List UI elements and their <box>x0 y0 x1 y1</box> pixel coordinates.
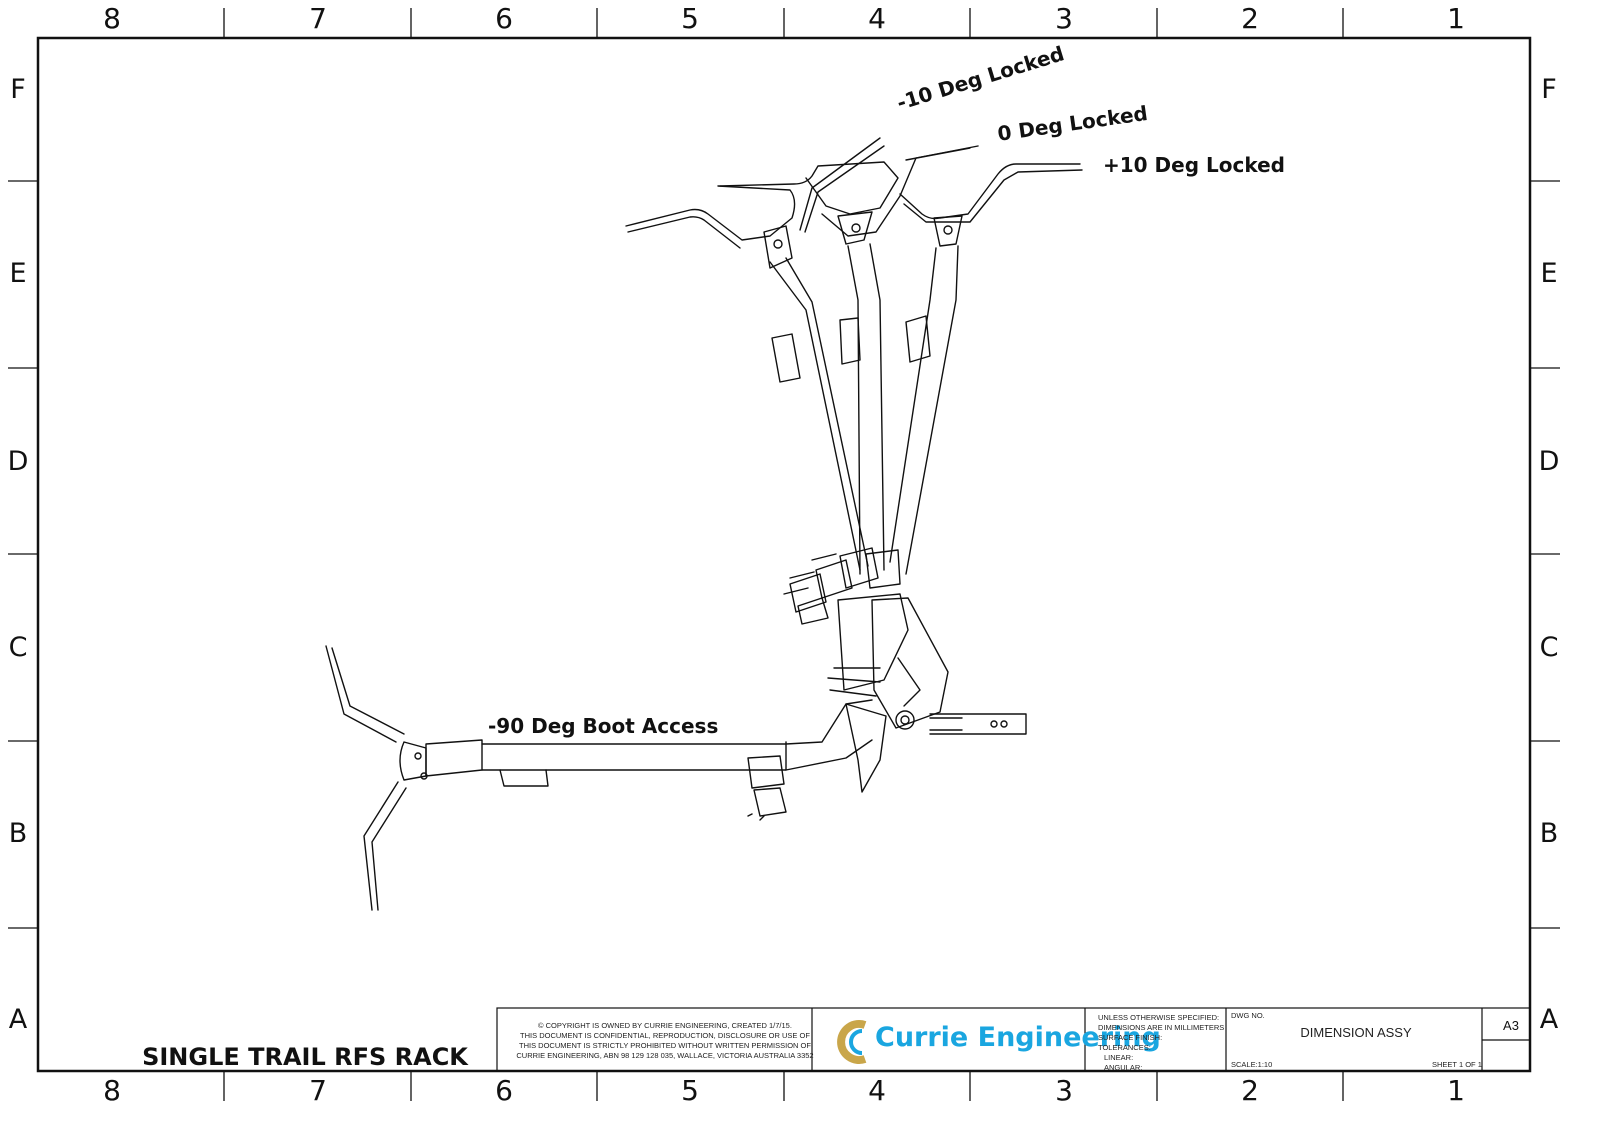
copyright-line: THIS DOCUMENT IS CONFIDENTIAL, REPRODUCT… <box>520 1031 810 1040</box>
zone-col-top-1: 1 <box>1447 2 1465 35</box>
hitch-receiver <box>929 713 1027 735</box>
zone-col-top-4: 4 <box>868 2 886 35</box>
spec-line: UNLESS OTHERWISE SPECIFIED: <box>1098 1013 1220 1022</box>
drawing-description: DIMENSION ASSY <box>1300 1025 1412 1040</box>
zone-row-left-d: D <box>7 446 29 477</box>
zone-row-left-c: C <box>8 632 28 663</box>
sheet-label: SHEET 1 OF 1 <box>1432 1060 1482 1069</box>
spec-line: LINEAR: <box>1104 1053 1134 1062</box>
zone-row-right-d: D <box>1538 446 1560 477</box>
zone-col-bottom-8: 8 <box>103 1074 121 1107</box>
zone-col-bottom-6: 6 <box>495 1074 513 1107</box>
zone-col-bottom-2: 2 <box>1241 1074 1259 1107</box>
copyright-line: CURRIE ENGINEERING, ABN 98 129 128 035, … <box>516 1051 814 1060</box>
arm-minus-10 <box>625 137 885 571</box>
zone-col-bottom-3: 3 <box>1055 1074 1073 1107</box>
copyright-notice: © COPYRIGHT IS OWNED BY CURRIE ENGINEERI… <box>515 1021 815 1061</box>
zone-col-top-6: 6 <box>495 2 513 35</box>
paper-size: A3 <box>1503 1018 1519 1033</box>
drawing-frame <box>36 36 1532 1073</box>
logo-mark <box>837 1020 867 1064</box>
zone-col-top-5: 5 <box>681 2 699 35</box>
zone-col-bottom-4: 4 <box>868 1074 886 1107</box>
copyright-line: © COPYRIGHT IS OWNED BY CURRIE ENGINEERI… <box>538 1021 792 1030</box>
drawing-title: SINGLE TRAIL RFS RACK <box>142 1043 468 1071</box>
zone-row-right-c: C <box>1539 632 1559 663</box>
zone-col-bottom-5: 5 <box>681 1074 699 1107</box>
lower-bracket <box>747 755 787 821</box>
zone-row-left-e: E <box>9 258 27 289</box>
zone-row-right-f: F <box>1541 74 1557 105</box>
zone-ticks <box>8 8 1560 1101</box>
spec-line: SURFACE FINISH: <box>1098 1033 1163 1042</box>
callout-minus-90-boot-access: -90 Deg Boot Access <box>488 714 719 738</box>
spec-line: DIMENSIONS ARE IN MILLIMETERS <box>1098 1023 1225 1032</box>
copyright-line: THIS DOCUMENT IS STRICTLY PROHIBITED WIT… <box>519 1041 811 1050</box>
zone-row-right-a: A <box>1539 1004 1559 1035</box>
zone-col-bottom-1: 1 <box>1447 1074 1465 1107</box>
zone-row-right-b: B <box>1539 818 1559 849</box>
scale-label: SCALE:1:10 <box>1231 1060 1273 1069</box>
title-block-frame <box>496 1007 1531 1072</box>
dwg-no-label: DWG NO. <box>1231 1011 1265 1020</box>
arm-zero <box>719 145 979 575</box>
zone-row-right-e: E <box>1540 258 1558 289</box>
rack-drawing <box>325 137 1083 911</box>
arm-minus-90 <box>325 645 887 911</box>
zone-col-top-2: 2 <box>1241 2 1259 35</box>
callout-plus-10-deg: +10 Deg Locked <box>1103 153 1285 177</box>
zone-col-top-7: 7 <box>309 2 327 35</box>
hinge-cluster <box>783 547 949 730</box>
zone-row-left-a: A <box>8 1004 28 1035</box>
company-logo-text: Currie Engineering <box>875 1022 1161 1053</box>
spec-line: TOLERANCES: <box>1098 1043 1151 1052</box>
zone-col-top-8: 8 <box>103 2 121 35</box>
zone-col-top-3: 3 <box>1055 2 1073 35</box>
zone-row-left-f: F <box>10 74 26 105</box>
zone-col-bottom-7: 7 <box>309 1074 327 1107</box>
zone-row-left-b: B <box>8 818 28 849</box>
spec-line: ANGULAR: <box>1104 1063 1143 1072</box>
tolerance-spec: UNLESS OTHERWISE SPECIFIED: DIMENSIONS A… <box>1098 1013 1224 1073</box>
arm-plus-10 <box>889 163 1083 575</box>
